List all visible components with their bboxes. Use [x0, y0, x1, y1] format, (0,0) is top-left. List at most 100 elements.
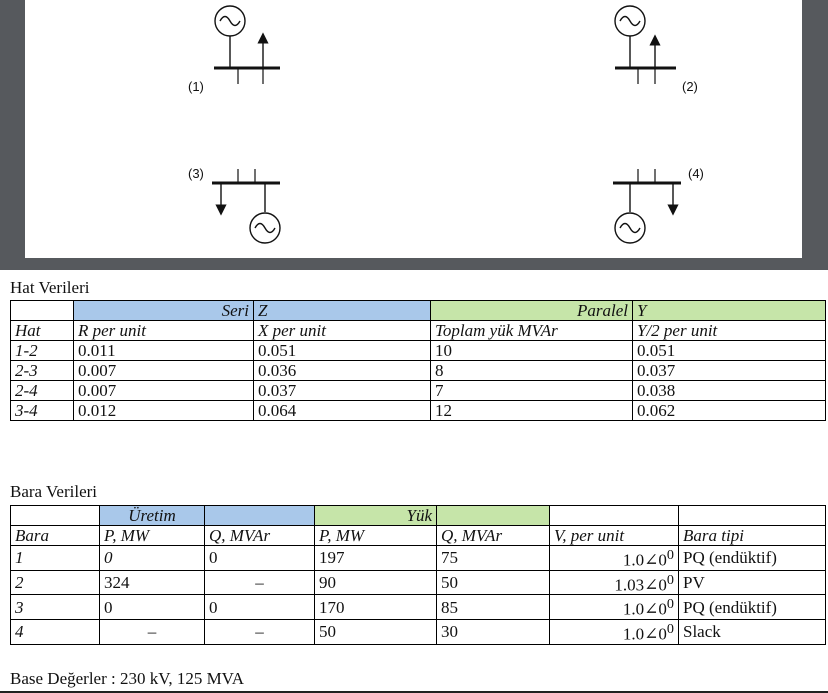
hat-cell: 0.011 — [73, 340, 254, 361]
hat-cell: 0.007 — [73, 360, 254, 381]
bara-cell: 0 — [204, 594, 315, 620]
hat-cell: 1-2 — [10, 340, 74, 361]
bara-cell: 4 — [10, 618, 100, 645]
bara-col-p-load: P, MW — [314, 525, 437, 546]
table-row: 1-2 0.011 0.051 10 0.051 — [10, 340, 826, 361]
hat-cell: 0.037 — [632, 360, 826, 381]
bara-group-yuk-span — [436, 505, 550, 526]
bara-cell: 0 — [99, 594, 205, 620]
hat-table: Seri Z Paralel Y Hat R per unit X per un… — [10, 300, 826, 421]
hat-section-title: Hat Verileri — [10, 278, 90, 297]
voltage-value: 1.03∠0 — [614, 575, 667, 595]
hat-cell: 0.037 — [253, 380, 431, 401]
hat-group-header-row: Seri Z Paralel Y — [10, 300, 826, 321]
table-row: 1 0 0 197 75 1.0∠00 PQ (endüktif) — [10, 545, 826, 571]
bus-label-4: (4) — [688, 166, 704, 181]
voltage-angle-unit: 0 — [666, 547, 674, 563]
hat-group-paralel: Paralel — [430, 300, 633, 321]
bara-group-uretim-span — [204, 505, 315, 526]
power-system-diagram: (1) (2) (3) (4) — [25, 0, 802, 258]
bara-section-title: Bara Verileri — [10, 482, 98, 501]
bara-col-bara: Bara — [10, 525, 100, 546]
hat-cell: 3-4 — [10, 400, 74, 421]
hat-col-r: R per unit — [73, 320, 254, 341]
bara-cell-voltage: 1.0∠00 — [549, 594, 679, 620]
hat-cell: 0.051 — [253, 340, 431, 361]
bara-empty-cell — [10, 505, 100, 526]
hat-cell: 0.036 — [253, 360, 431, 381]
bara-cell: 1 — [10, 545, 100, 571]
bara-col-v: V, per unit — [549, 525, 679, 546]
bara-cell-voltage: 1.0∠00 — [549, 545, 679, 571]
bus-4 — [613, 169, 681, 244]
bara-cell: PQ (endüktif) — [678, 545, 826, 571]
generator-4-icon — [614, 212, 646, 244]
bara-cell: – — [204, 569, 315, 596]
voltage-value: 1.0∠0 — [622, 624, 667, 644]
hat-col-y2: Y/2 per unit — [632, 320, 826, 341]
bara-empty-cell — [549, 505, 679, 526]
table-row: 3-4 0.012 0.064 12 0.062 — [10, 400, 826, 421]
bara-cell-voltage: 1.0∠00 — [549, 618, 679, 645]
hat-cell: 8 — [430, 360, 633, 381]
bus-diagram-svg — [212, 5, 681, 244]
bara-cell: 85 — [436, 594, 550, 620]
bara-cell: Slack — [678, 618, 826, 645]
bara-cell: 50 — [314, 618, 437, 645]
bara-cell: 30 — [436, 618, 550, 645]
generator-3-icon — [249, 212, 281, 244]
hat-cell: 0.051 — [632, 340, 826, 361]
bara-cell: 50 — [436, 569, 550, 596]
bara-cell: 0 — [204, 545, 315, 571]
hat-col-hat: Hat — [10, 320, 74, 341]
bara-col-q-load: Q, MVAr — [436, 525, 550, 546]
bara-cell: PV — [678, 569, 826, 596]
bara-cell: 75 — [436, 545, 550, 571]
hat-empty-cell — [10, 300, 74, 321]
bara-col-q-gen: Q, MVAr — [204, 525, 315, 546]
bara-cell: – — [99, 618, 205, 645]
hat-cell: 2-4 — [10, 380, 74, 401]
bus-2 — [614, 5, 676, 84]
bus-label-1: (1) — [188, 79, 204, 94]
bus-label-2: (2) — [682, 79, 698, 94]
table-row: 2-3 0.007 0.036 8 0.037 — [10, 360, 826, 381]
bus-1 — [214, 5, 280, 84]
bara-cell: 170 — [314, 594, 437, 620]
bara-col-type: Bara tipi — [678, 525, 826, 546]
hat-cell: 0.038 — [632, 380, 826, 401]
voltage-value: 1.0∠0 — [622, 599, 667, 619]
hat-column-header-row: Hat R per unit X per unit Toplam yük MVA… — [10, 320, 826, 341]
hat-cell: 12 — [430, 400, 633, 421]
hat-group-z: Z — [253, 300, 431, 321]
hat-cell: 0.007 — [73, 380, 254, 401]
hat-cell: 0.064 — [253, 400, 431, 421]
bara-cell: 324 — [99, 569, 205, 596]
bus-label-3: (3) — [188, 166, 204, 181]
bara-col-p-gen: P, MW — [99, 525, 205, 546]
bottom-divider — [0, 691, 828, 693]
voltage-angle-unit: 0 — [666, 596, 674, 613]
voltage-angle-unit: 0 — [666, 571, 674, 588]
bara-cell: 90 — [314, 569, 437, 596]
table-row: 4 – – 50 30 1.0∠00 Slack — [10, 618, 826, 645]
table-row: 2 324 – 90 50 1.03∠00 PV — [10, 569, 826, 596]
table-row: 3 0 0 170 85 1.0∠00 PQ (endüktif) — [10, 594, 826, 620]
bara-table: Üretim Yük Bara P, MW Q, MVAr P, MW Q, M… — [10, 505, 826, 645]
bara-cell: 0 — [99, 545, 205, 571]
bara-column-header-row: Bara P, MW Q, MVAr P, MW Q, MVAr V, per … — [10, 525, 826, 546]
bara-cell: 3 — [10, 594, 100, 620]
hat-cell: 10 — [430, 340, 633, 361]
hat-col-x: X per unit — [253, 320, 431, 341]
hat-col-toplam: Toplam yük MVAr — [430, 320, 633, 341]
hat-group-seri: Seri — [73, 300, 254, 321]
hat-cell: 2-3 — [10, 360, 74, 381]
bara-cell-voltage: 1.03∠00 — [549, 569, 679, 596]
bara-group-header-row: Üretim Yük — [10, 505, 826, 526]
voltage-angle-unit: 0 — [666, 620, 674, 637]
bara-empty-cell — [678, 505, 826, 526]
bara-cell: – — [204, 618, 315, 645]
bara-cell: 2 — [10, 569, 100, 596]
bara-cell: PQ (endüktif) — [678, 594, 826, 620]
base-values-footer: Base Değerler : 230 kV, 125 MVA — [10, 669, 245, 688]
